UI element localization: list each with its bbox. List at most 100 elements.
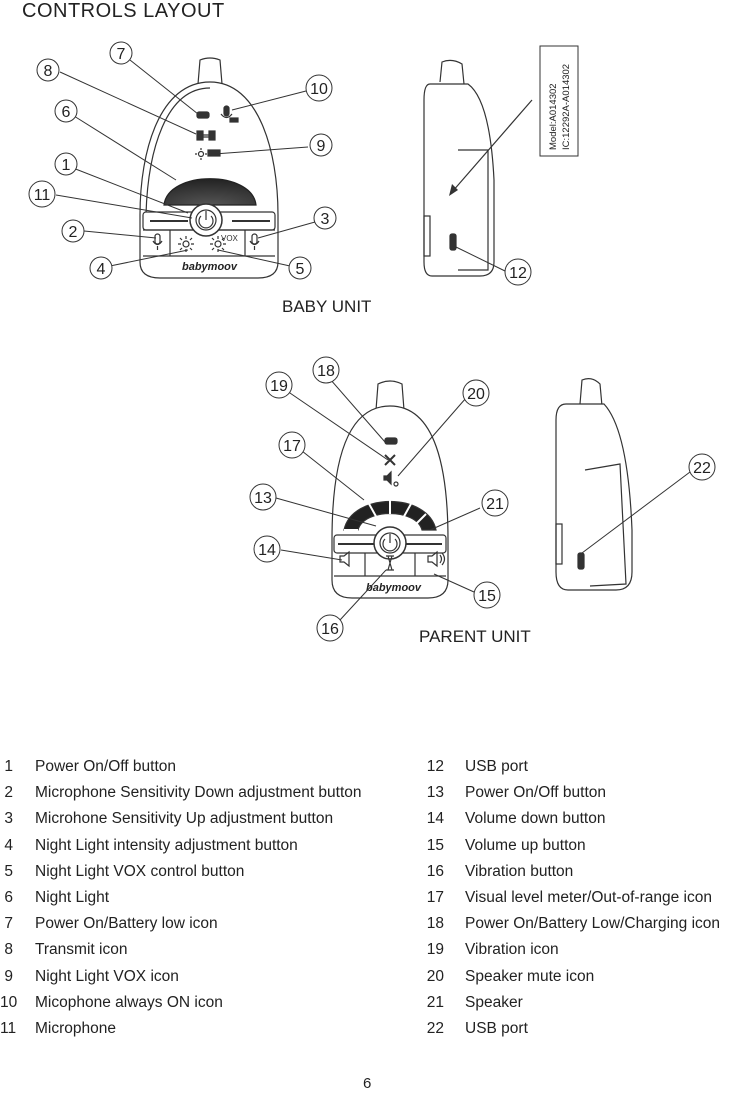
baby-unit-side — [423, 59, 495, 277]
legend-number: 15 — [426, 836, 444, 854]
model-arrow-head — [449, 184, 458, 196]
callout-12: 12 — [504, 258, 532, 286]
legend-row: 14 Volume down button — [418, 806, 720, 832]
svg-text:2: 2 — [69, 224, 78, 241]
legend-text: Vibration icon — [465, 941, 559, 959]
svg-text:1: 1 — [62, 157, 71, 174]
callout-6: 6 — [54, 99, 78, 123]
svg-text:17: 17 — [283, 438, 301, 455]
callouts: 1 2 3 4 5 6 7 8 9 10 11 12 13 14 15 16 1… — [28, 41, 716, 642]
legend-text: Vibration button — [465, 862, 574, 880]
parent-usb-port — [577, 552, 585, 570]
vibration-button-icon — [386, 555, 394, 571]
callout-9: 9 — [309, 133, 333, 157]
svg-text:16: 16 — [321, 621, 339, 638]
callout-14: 14 — [253, 535, 281, 563]
legend-number: 3 — [4, 810, 13, 828]
volume-down-icon — [339, 550, 350, 568]
legend-text: Visual level meter/Out-of-range icon — [465, 889, 712, 907]
legend-text: Night Light VOX control button — [35, 862, 245, 880]
legend-number: 4 — [4, 836, 13, 854]
ic-text: IC:12292A-A014302 — [561, 64, 572, 150]
legend-number: 21 — [426, 993, 444, 1011]
callout-22: 22 — [688, 453, 716, 481]
volume-up-icon — [427, 550, 446, 568]
legend-number: 17 — [426, 889, 444, 907]
vox-label: VOX — [221, 234, 239, 243]
svg-text:9: 9 — [317, 138, 326, 155]
legend-row: 1 Power On/Off button — [0, 754, 362, 780]
callout-11: 11 — [28, 180, 56, 208]
svg-text:22: 22 — [693, 460, 711, 477]
legend-text: Power On/Battery Low/Charging icon — [465, 915, 721, 933]
callout-8: 8 — [36, 58, 60, 82]
legend-number: 9 — [4, 967, 13, 985]
svg-text:6: 6 — [62, 104, 71, 121]
callout-1: 1 — [54, 152, 78, 176]
night-light — [163, 178, 257, 206]
night-light-sun-icon — [178, 236, 194, 252]
callout-4: 4 — [89, 256, 113, 280]
legend-number: 10 — [0, 993, 18, 1011]
legend-text: Power On/Off button — [35, 758, 177, 775]
svg-text:4: 4 — [97, 261, 106, 278]
callout-2: 2 — [61, 219, 85, 243]
controls-diagram: VOX babymoov Model:A014302 IC:12292A-A01… — [28, 41, 716, 642]
svg-text:19: 19 — [270, 378, 288, 395]
callout-5: 5 — [288, 256, 312, 280]
svg-text:11: 11 — [34, 187, 51, 204]
mic-up-icon — [249, 233, 260, 250]
legend-number: 19 — [426, 941, 444, 959]
baby-unit-front — [139, 57, 279, 279]
model-arrow-line — [451, 99, 533, 193]
parent-brand-logo: babymoov — [366, 582, 422, 594]
callout-21: 21 — [481, 489, 509, 517]
callout-3: 3 — [313, 206, 337, 230]
callout-20: 20 — [462, 379, 490, 407]
legend-number: 7 — [4, 915, 13, 933]
legend-text: Microphone — [35, 1020, 116, 1038]
callout-7: 7 — [109, 41, 133, 65]
legend-row: 19 Vibration icon — [418, 937, 720, 963]
legend-text: Volume down button — [465, 810, 606, 828]
legend-text: Power On/Off button — [465, 784, 607, 802]
callout-10: 10 — [305, 74, 333, 102]
legend-text: Microphone Sensitivity Down adjustment b… — [35, 784, 362, 802]
legend-text: USB port — [465, 758, 528, 775]
svg-text:18: 18 — [317, 363, 335, 380]
legend-number: 12 — [426, 758, 444, 775]
svg-text:13: 13 — [254, 490, 272, 507]
night-light-vox-icon — [195, 148, 221, 160]
svg-text:15: 15 — [478, 588, 496, 605]
legend-number: 13 — [426, 784, 444, 802]
legend-row: 16 Vibration button — [418, 859, 720, 885]
legend-text: USB port — [465, 1020, 528, 1038]
legend-text: Night Light intensity adjustment button — [35, 836, 298, 854]
legend-row: 22 USB port — [418, 1016, 720, 1042]
svg-text:5: 5 — [296, 261, 305, 278]
legend-number: 14 — [426, 810, 444, 828]
svg-text:14: 14 — [258, 542, 276, 559]
baby-brand-logo: babymoov — [182, 261, 238, 273]
legend-number: 16 — [426, 862, 444, 880]
legend-number: 1 — [4, 758, 13, 775]
mic-always-on-icon — [220, 105, 239, 123]
parent-unit-caption: PARENT UNIT — [419, 627, 531, 646]
legend-text: Microhone Sensitivity Up adjustment butt… — [35, 810, 334, 828]
svg-text:20: 20 — [467, 386, 485, 403]
legend-row: 12 USB port — [418, 754, 720, 780]
legend-text: Volume up button — [465, 836, 586, 854]
callout-18: 18 — [312, 356, 340, 384]
transmit-icon — [196, 130, 216, 141]
legend-number: 22 — [426, 1020, 444, 1038]
legend-text: Speaker mute icon — [465, 967, 595, 985]
